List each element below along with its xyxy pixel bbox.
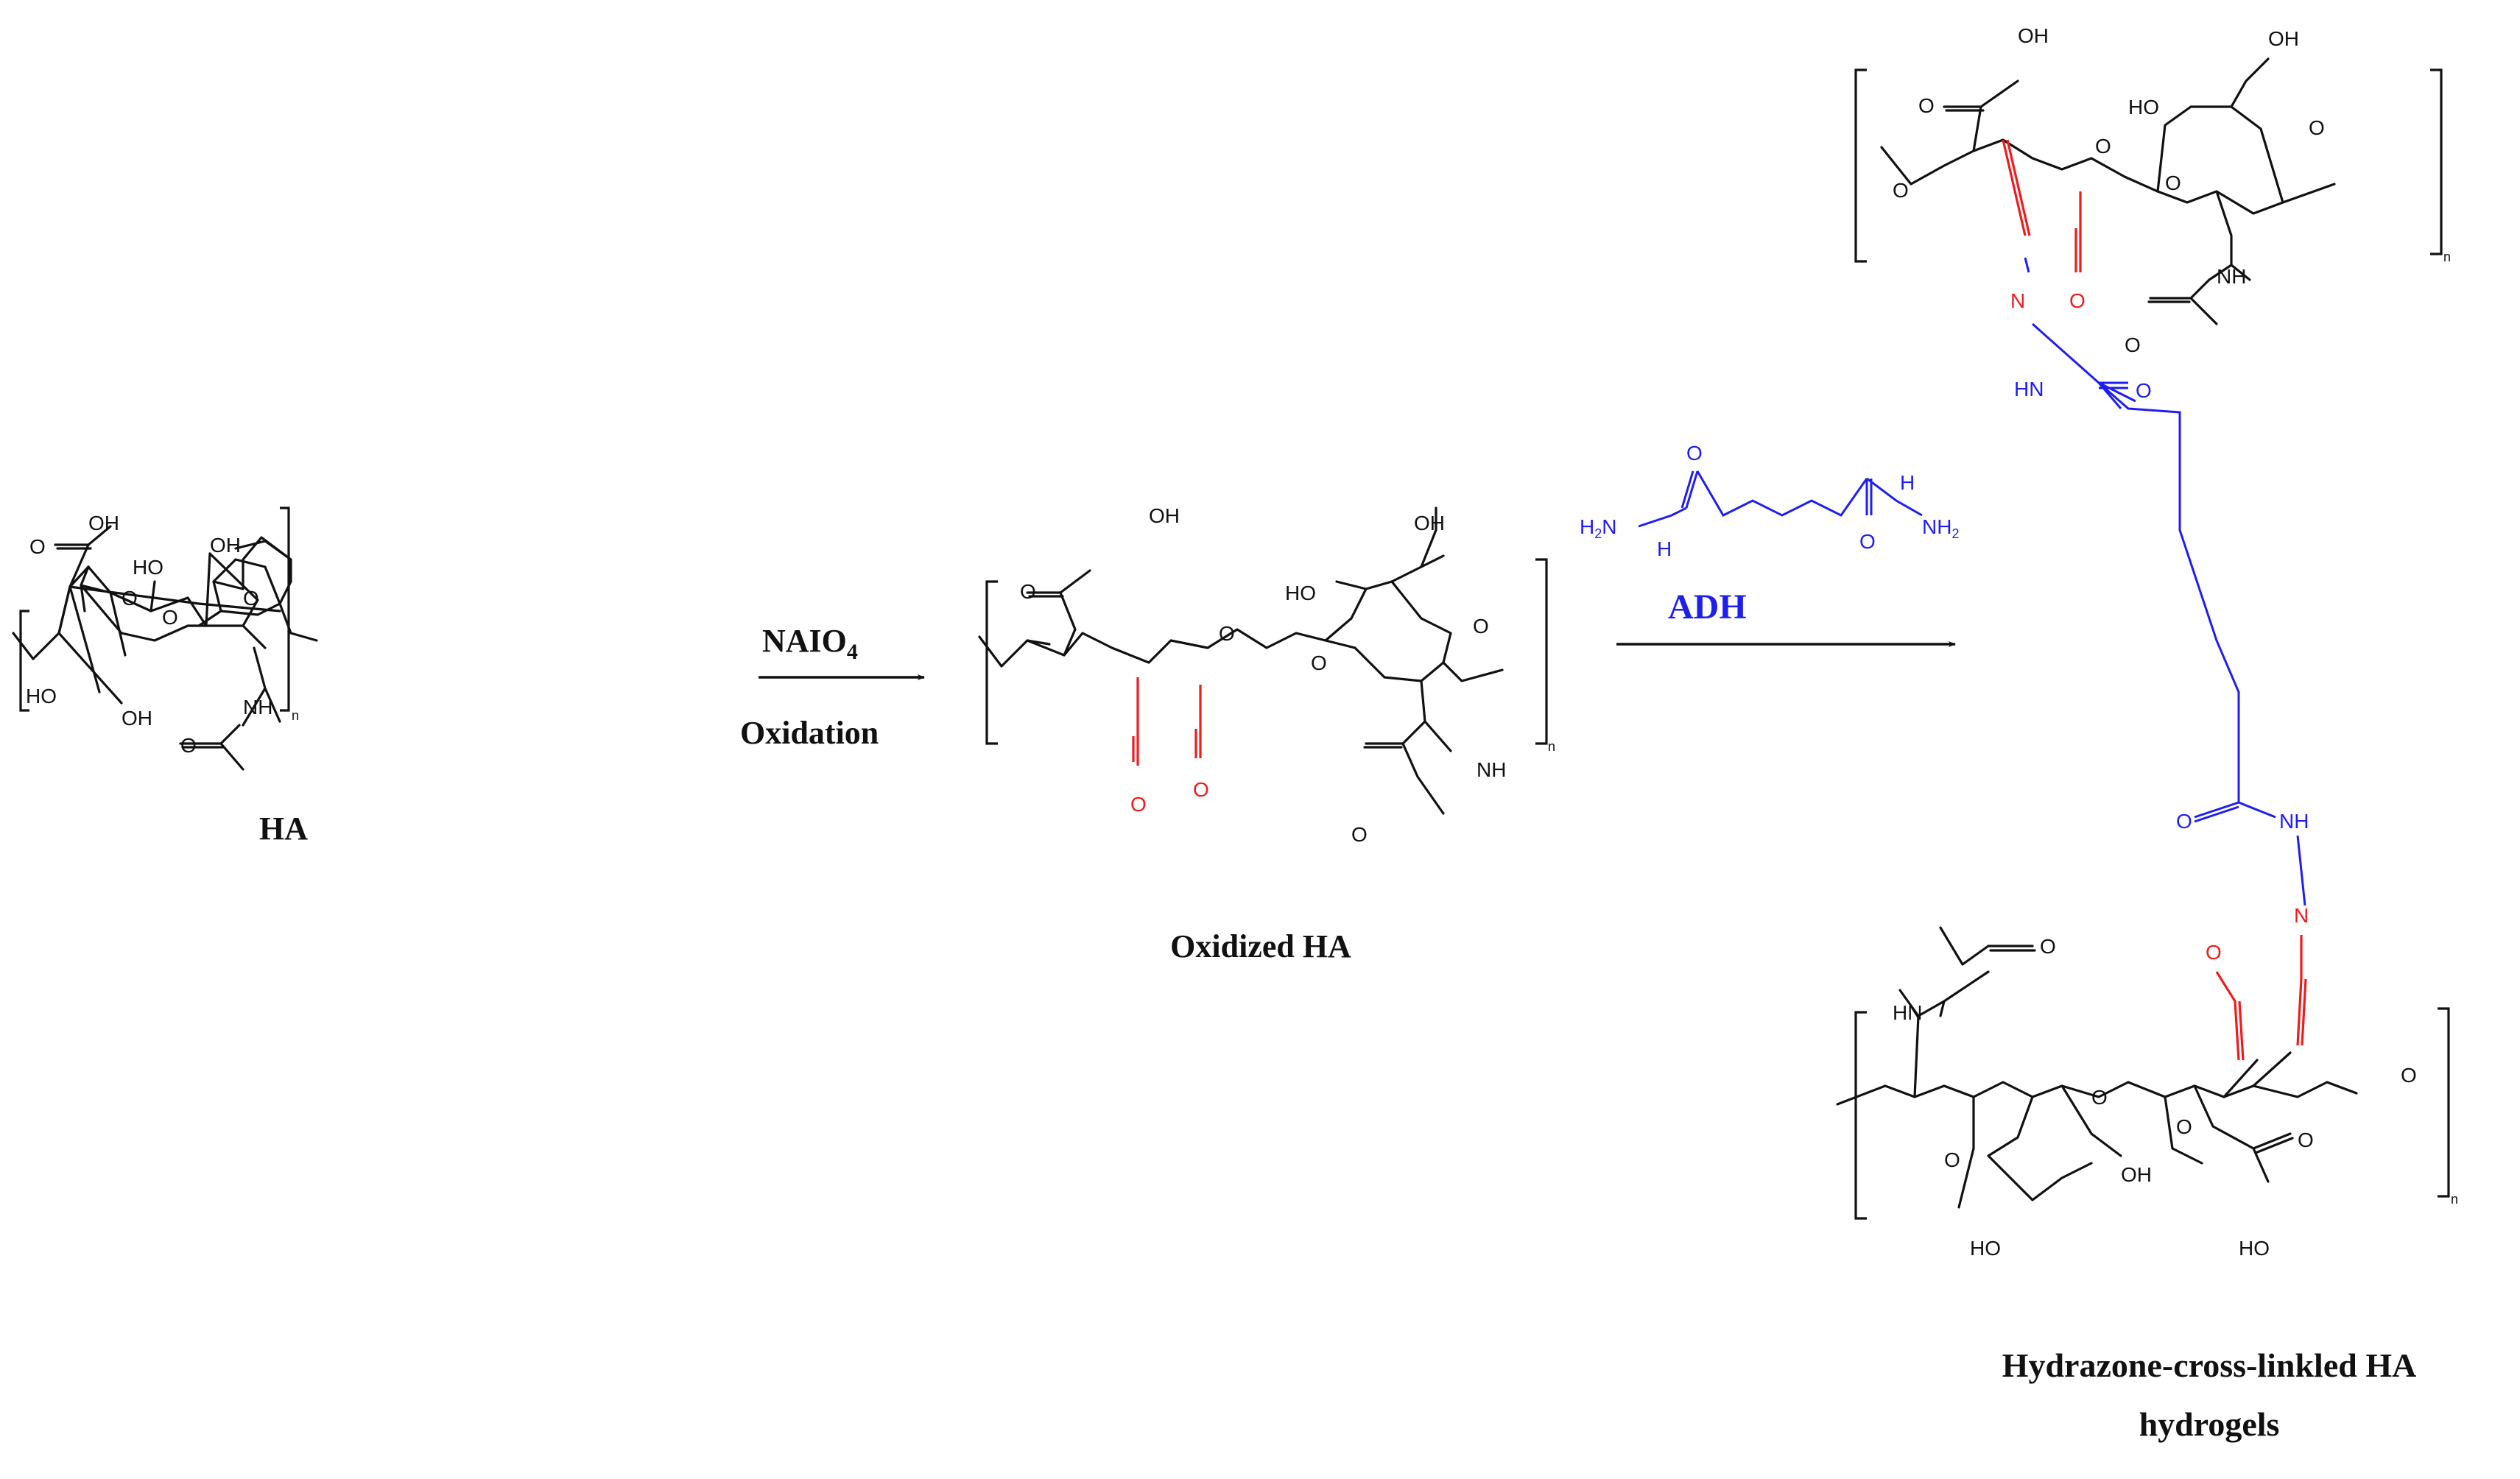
ha-structure: OH O O O O OH HO HO OH NH O n HA bbox=[12, 506, 318, 847]
hydrogel-top-aldehyde bbox=[2002, 139, 2082, 272]
oxidized-ha-label-ch2oh: OH bbox=[1414, 512, 1445, 534]
hydrogel-name-line2: hydrogels bbox=[2139, 1405, 2280, 1443]
hydrogel-label-bottom-glyco-o: O bbox=[2091, 1086, 2108, 1109]
hydrogel-label-top-acetyl-o: O bbox=[2125, 333, 2141, 356]
ha-label-ring-o2: O bbox=[243, 587, 259, 610]
adh-label-h-left: H bbox=[1657, 537, 1672, 560]
oxidized-ha-label-acetyl-o: O bbox=[1351, 823, 1368, 846]
hydrogel-label-top-hn: HN bbox=[2014, 378, 2044, 400]
oxidized-ha-label-aldehyde-o1: O bbox=[1130, 793, 1147, 816]
oxidized-ha-aldehyde-1 bbox=[1132, 677, 1139, 766]
oxidized-ha-structure: OH O O O O OH HO NH O O O n Oxidized HA bbox=[978, 504, 1555, 964]
hydrogel-label-bottom-ring-o2: O bbox=[2176, 1115, 2192, 1138]
hydrogel-label-bottom-cooh-o: O bbox=[2298, 1129, 2314, 1151]
hydrogel-atom-labels: OH O O O O OH HO NH O O O N HN O O NH N … bbox=[1893, 24, 2458, 1260]
hydrogel-label-linker-o-bottom: O bbox=[2176, 810, 2192, 833]
adh-label-o-left: O bbox=[1686, 442, 1703, 465]
reaction-arrow-1: NAIO4 Oxidation bbox=[740, 623, 925, 751]
adh-label-h-right: H bbox=[1900, 471, 1915, 494]
hydrogel-label-top-ring-o3: O bbox=[2309, 116, 2325, 139]
adh-structure: H2N H O O H NH2 ADH bbox=[1580, 442, 1959, 626]
ha-label-n-subscript: n bbox=[292, 708, 299, 723]
adh-atom-labels: H2N H O O H NH2 bbox=[1580, 442, 1959, 560]
hydrogel-label-top-carbonyl-o: O bbox=[1918, 94, 1935, 117]
hydrogel-label-bottom-hn: HN bbox=[1893, 1001, 1922, 1024]
ha-bonds bbox=[12, 525, 318, 771]
hydrogel-label-bottom-cooh-ho: HO bbox=[2239, 1237, 2270, 1260]
hydrogel-bottom-chain-bonds bbox=[1836, 926, 2358, 1209]
ha-label-ring-o1: O bbox=[122, 587, 138, 610]
oxidized-ha-label-n-subscript: n bbox=[1548, 739, 1555, 754]
hydrogel-label-top-ring-o2: O bbox=[2165, 172, 2181, 194]
hydrogel-linker bbox=[2024, 257, 2306, 906]
ha-bracket bbox=[19, 506, 290, 712]
hydrogel-label-top-aldehyde-o: O bbox=[2069, 289, 2086, 312]
hydrogel-label-top-nh: NH bbox=[2217, 265, 2246, 288]
hydrogel-label-bottom-ring-o3: O bbox=[2401, 1064, 2417, 1087]
hydrogel-label-bottom-imine-n: N bbox=[2294, 904, 2309, 927]
ha-label-ho: HO bbox=[133, 556, 163, 579]
oxidized-ha-label-glyco-o: O bbox=[1311, 652, 1327, 674]
adh-bonds bbox=[1638, 470, 1923, 528]
oxidized-ha-label-ring-o1: O bbox=[1219, 622, 1235, 645]
hydrogel-bottom-aldehyde bbox=[2215, 935, 2307, 1061]
adh-label-o-right: O bbox=[1859, 530, 1876, 553]
hydrogel-label-top-ho: HO bbox=[2128, 96, 2159, 119]
ha-atom-labels: OH O O O O OH HO HO OH NH O n bbox=[26, 512, 299, 757]
oxidized-ha-label-carbonyl-o: O bbox=[1020, 580, 1036, 603]
oxidized-ha-bonds bbox=[978, 506, 1504, 815]
hydrogel-label-bottom-ring-o1: O bbox=[1944, 1148, 1960, 1171]
hydrogel-label-top-ring-o1: O bbox=[2095, 135, 2111, 158]
ha-label-ho-bottom: HO bbox=[26, 685, 57, 707]
oxidized-ha-label-ho: HO bbox=[1285, 582, 1316, 604]
ha-name: HA bbox=[259, 811, 308, 847]
hydrogel-label-bottom-oh: OH bbox=[2121, 1163, 2152, 1186]
oxidized-ha-label-nh: NH bbox=[1477, 758, 1506, 781]
hydrogel-label-top-ch2oh: OH bbox=[2268, 27, 2299, 50]
oxidized-ha-label-cooh-oh: OH bbox=[1149, 504, 1180, 527]
adh-label-nh2: NH2 bbox=[1922, 515, 1959, 541]
ha-label-carbonyl-o: O bbox=[29, 535, 46, 558]
hydrogel-label-bottom-nh: NH bbox=[2279, 810, 2309, 833]
hydrogel-structure: OH O O O O OH HO NH O O O N HN O O NH N … bbox=[1836, 24, 2458, 1443]
ha-label-acetyl-o: O bbox=[180, 734, 197, 757]
adh-label-h2n: H2N bbox=[1580, 515, 1616, 541]
hydrogel-label-top-imine-n: N bbox=[2010, 289, 2025, 312]
hydrogel-label-top-glyco-o: O bbox=[1893, 179, 1909, 202]
oxidized-ha-label-aldehyde-o2: O bbox=[1193, 778, 1209, 801]
ha-label-nh: NH bbox=[243, 696, 272, 719]
ha-label-cooh-oh: OH bbox=[88, 512, 119, 534]
hydrogel-label-bottom-acetyl-o: O bbox=[2040, 935, 2056, 958]
arrow-1-reagent: NAIO4 bbox=[762, 623, 858, 664]
arrow-2-reagent: ADH bbox=[1668, 587, 1747, 626]
ha-label-glyco-o: O bbox=[162, 606, 178, 629]
hydrogel-label-top-cooh-oh: OH bbox=[2018, 24, 2049, 47]
hydrogel-name-line1: Hydrazone-cross-linkled HA bbox=[2002, 1346, 2417, 1384]
oxidized-ha-aldehydes bbox=[1132, 677, 1202, 766]
oxidized-ha-atom-labels: OH O O O O OH HO NH O O O n bbox=[1020, 504, 1555, 846]
hydrogel-label-bottom-ch2oh: HO bbox=[1970, 1237, 2001, 1260]
hydrogel-label-top-n-subscript: n bbox=[2443, 250, 2451, 264]
ha-label-oh-bottom: OH bbox=[122, 707, 152, 730]
hydrogel-label-bottom-n-subscript: n bbox=[2451, 1192, 2458, 1207]
hydrogel-label-bottom-aldehyde-o: O bbox=[2206, 941, 2222, 964]
oxidized-ha-aldehyde-2 bbox=[1194, 685, 1202, 758]
oxidized-ha-name: Oxidized HA bbox=[1170, 928, 1351, 964]
arrow-1-condition: Oxidation bbox=[740, 715, 879, 751]
hydrogel-brackets bbox=[1854, 68, 2450, 1220]
hydrogel-top-chain-bonds bbox=[1880, 57, 2336, 325]
oxidized-ha-label-ring-o2: O bbox=[1473, 615, 1489, 638]
hydrogel-label-linker-o-top: O bbox=[2136, 379, 2152, 402]
ha-label-ch2oh: OH bbox=[210, 534, 241, 557]
oxidized-ha-bracket bbox=[985, 558, 1548, 745]
